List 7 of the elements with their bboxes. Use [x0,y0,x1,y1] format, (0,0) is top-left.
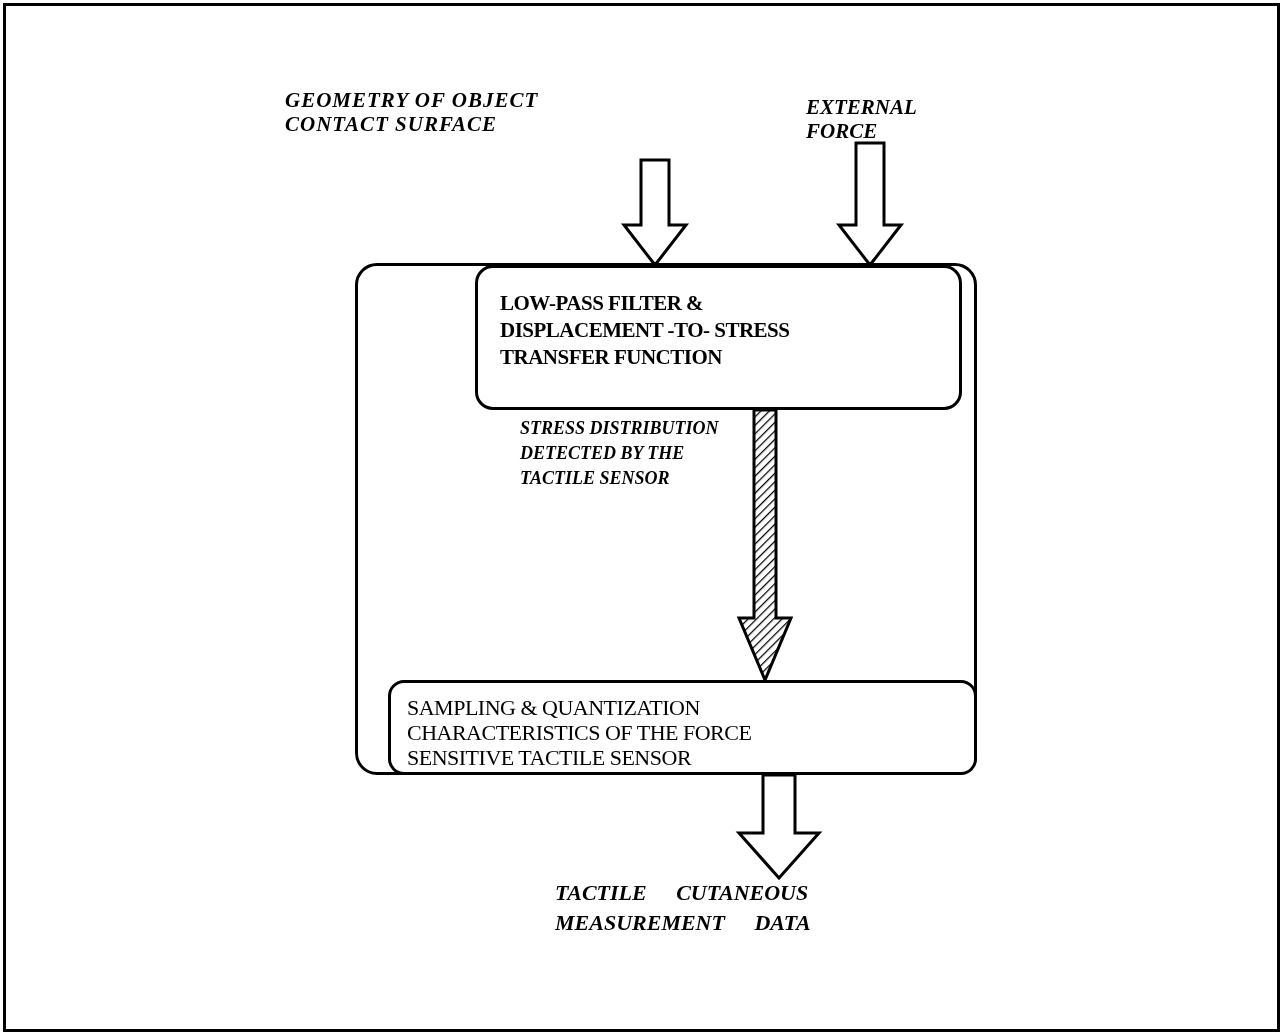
input-label: EXTERNAL FORCE [806,95,976,143]
process-box: LOW-PASS FILTER & DISPLACEMENT -TO- STRESS TRANSFER FUNCTION [475,265,962,410]
system-frame [355,263,977,775]
process-box: SAMPLING & QUANTIZATION CHARACTERISTICS OF THE FORCE SENSITIVE TACTILE SENSOR [388,680,977,775]
block-arrow [735,773,823,881]
input-label: GEOMETRY OF OBJECT CONTACT SURFACE [285,88,605,160]
output-label: TACTILE CUTANEOUS MEASUREMENT DATA [555,878,955,938]
